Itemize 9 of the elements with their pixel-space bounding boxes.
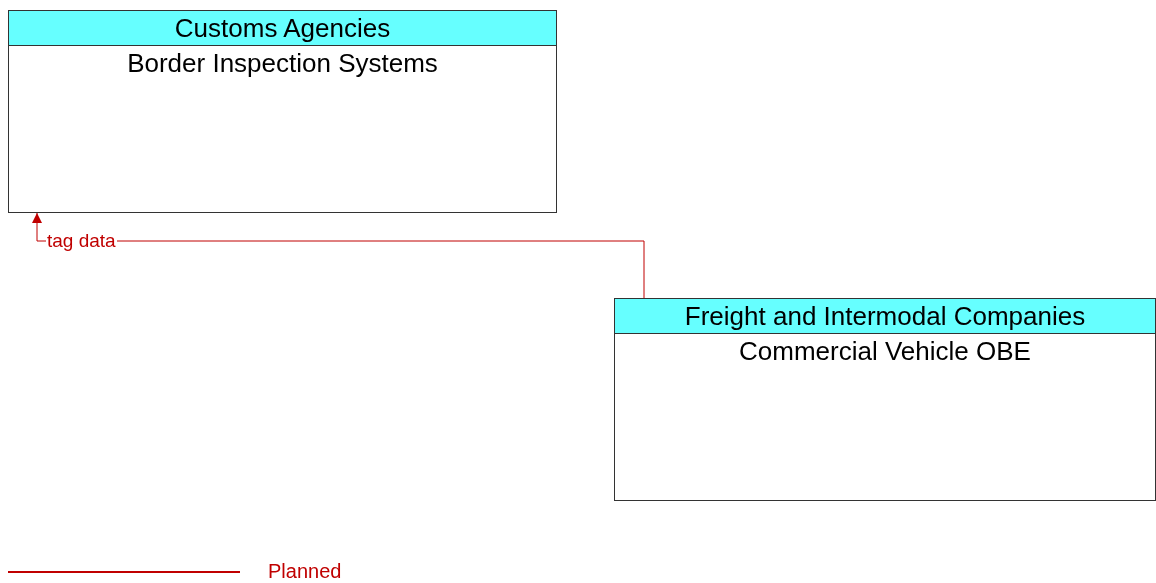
organization-header: Customs Agencies [9, 11, 556, 46]
system-box [614, 298, 1156, 501]
flow-arrow [32, 212, 645, 299]
system-name: Border Inspection Systems [126, 47, 439, 80]
edge-label: tag data [46, 231, 117, 251]
legend-label: Planned [268, 560, 342, 583]
system-box [8, 10, 557, 213]
system-name: Commercial Vehicle OBE [738, 335, 1032, 368]
organization-header: Freight and Intermodal Companies [615, 299, 1155, 334]
